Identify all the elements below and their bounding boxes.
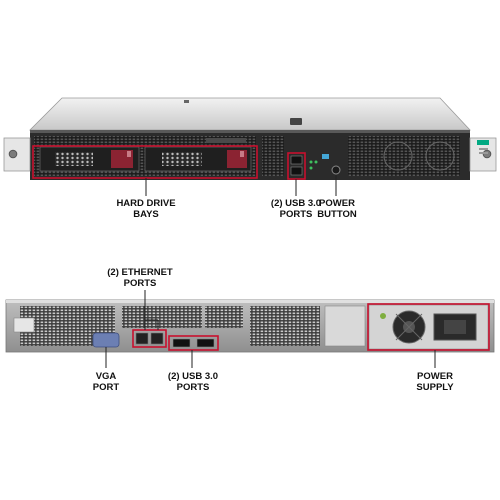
ethernet-port-icon (150, 332, 164, 345)
power-supply-highlight (367, 303, 490, 351)
drive-bay-1 (39, 146, 140, 172)
status-led-icon (314, 160, 318, 164)
front-view (3, 97, 497, 180)
fan-icon (383, 141, 413, 171)
usb-port-icon (172, 338, 191, 348)
chassis-lid (29, 97, 471, 131)
rear-view (5, 299, 495, 353)
lid-screw (184, 100, 189, 103)
ethernet-highlight (132, 329, 167, 348)
ethernet-ports-label: (2) ETHERNET PORTS (107, 267, 173, 289)
status-led-icon (309, 160, 313, 164)
usb-port-icon (290, 155, 303, 165)
rear-usb-highlight (168, 335, 219, 351)
hard-drive-bays-label: HARD DRIVE BAYS (116, 198, 176, 220)
lid-latch (290, 118, 302, 125)
fan-icon (425, 141, 455, 171)
front-usb-ports-label: (2) USB 3.0 PORTS (270, 198, 322, 220)
psu-led-icon (380, 313, 386, 319)
hard-drive-bays-highlight (32, 145, 258, 179)
power-button-icon (331, 165, 341, 175)
uid-led-icon (322, 154, 329, 159)
drive-bay-2 (144, 146, 252, 172)
rack-screw-icon (8, 149, 18, 159)
hpe-logo-icon (477, 140, 489, 145)
rear-usb-ports-label: (2) USB 3.0 PORTS (167, 371, 219, 393)
usb-port-icon (290, 166, 303, 176)
vga-port-label: VGA PORT (92, 371, 120, 393)
vga-port-icon (92, 332, 120, 348)
power-supply-label: POWER SUPPLY (416, 371, 454, 393)
status-led-icon (309, 166, 313, 170)
power-button-label: POWER BUTTON (317, 198, 357, 220)
usb-port-icon (196, 338, 215, 348)
ethernet-port-icon (135, 332, 149, 345)
